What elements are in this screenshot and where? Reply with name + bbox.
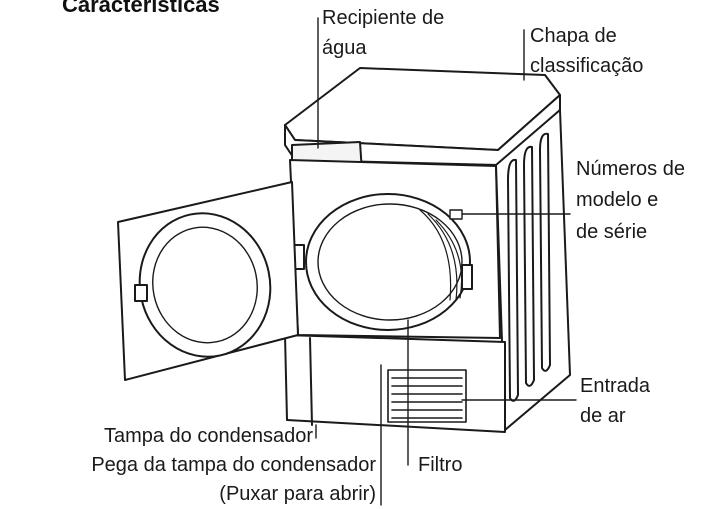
air-inlet-grille <box>387 369 467 423</box>
door-latch <box>134 284 148 302</box>
drum-opening <box>305 193 471 331</box>
label-condenser-cover: Tampa do condensador <box>103 425 313 447</box>
label-pull-to-open: (Puxar para abrir) <box>219 483 376 505</box>
diagram-title: Características <box>62 0 220 17</box>
label-condenser-handle: Pega da tampa do condensador <box>91 454 376 476</box>
label-model-serial-line2: modelo e <box>576 189 659 211</box>
label-filter: Filtro <box>418 454 463 476</box>
leader-lines <box>315 17 577 506</box>
drum-inner <box>317 203 463 321</box>
label-model-serial-line3: de série <box>576 221 648 243</box>
label-rating-plate-line2: classificação <box>530 55 644 77</box>
label-air-inlet-line1: Entrada <box>580 375 651 397</box>
door-window-inner <box>152 226 258 344</box>
label-water-container-line2: água <box>322 37 367 59</box>
label-air-inlet-line2: de ar <box>580 405 626 427</box>
side-rib-2 <box>523 145 535 387</box>
label-model-serial-line1: Números de <box>576 158 685 180</box>
door-catch <box>461 264 473 290</box>
label-water-container-line1: Recipiente de <box>322 7 445 29</box>
plinth-divider <box>309 337 313 426</box>
side-rib-3 <box>539 132 551 372</box>
label-rating-plate-line1: Chapa de <box>530 25 617 47</box>
